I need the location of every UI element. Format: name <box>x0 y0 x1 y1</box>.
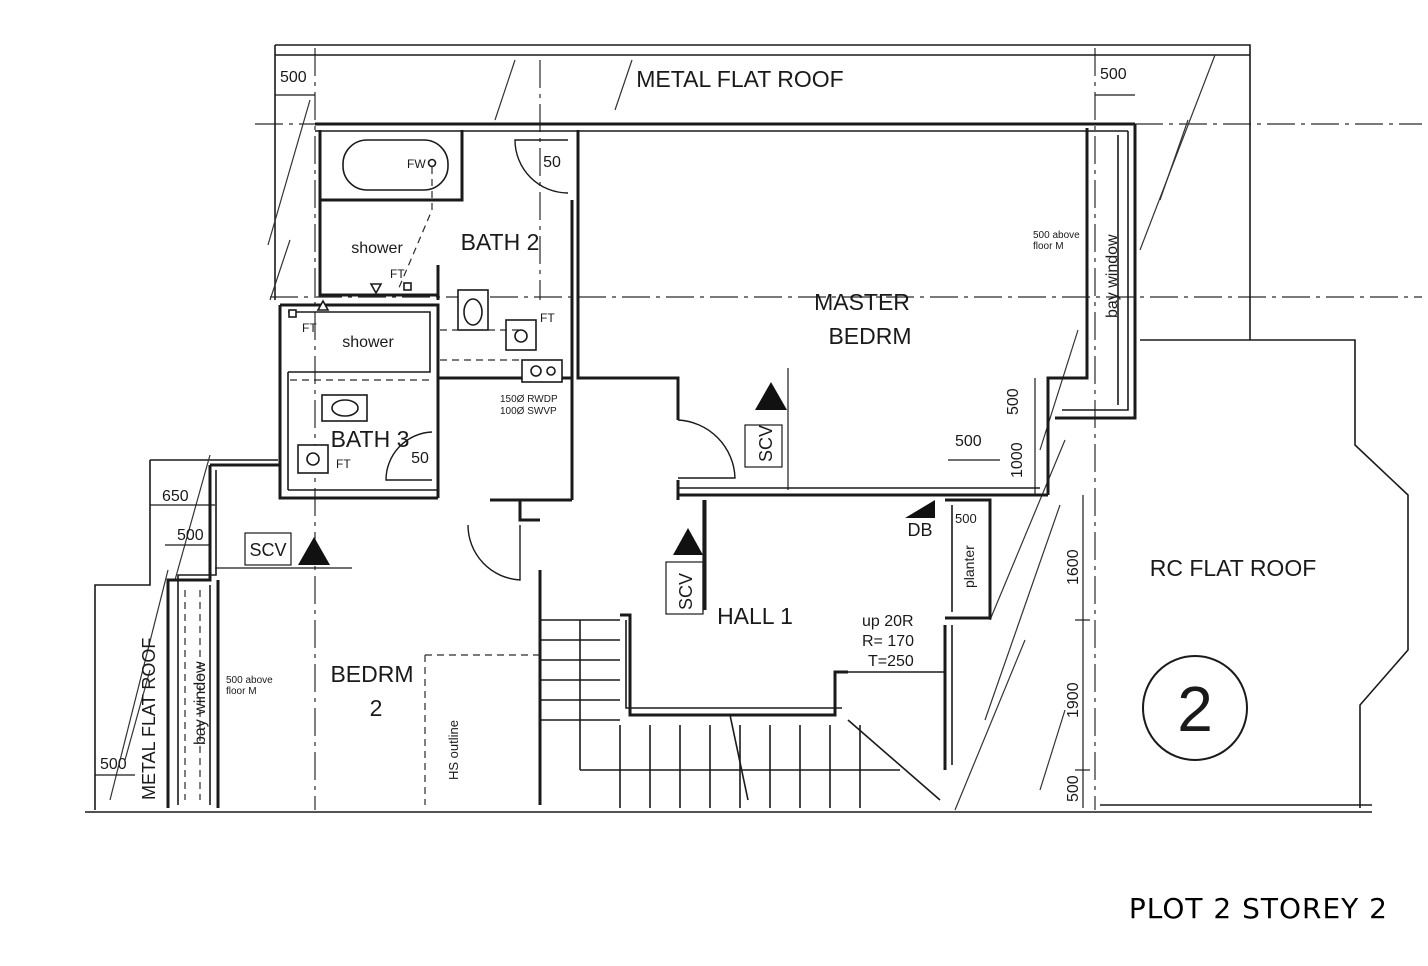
drawing-title: PLOT 2 STOREY 2 <box>1129 892 1388 925</box>
ft-bath3-basin-label: FT <box>336 457 351 471</box>
fixture-labels: shower shower FW FT FT FT FT 50 50 150Ø … <box>192 154 1121 780</box>
doors <box>385 139 736 581</box>
dim-left-650: 650 <box>162 488 189 505</box>
swvp-label: 100Ø SWVP <box>500 406 557 417</box>
door-clearance-bath2: 50 <box>543 154 561 171</box>
db-label: DB <box>907 520 932 540</box>
above-floor-left-1: 500 above <box>226 675 273 686</box>
shower-lower-label: shower <box>342 334 394 351</box>
ft-bath2-shower-label: FT <box>390 267 405 281</box>
scv-hall-label: SCV <box>676 573 696 610</box>
dim-left-500: 500 <box>177 527 204 544</box>
bath2-label: BATH 2 <box>461 229 540 255</box>
scv-bedrm-label: SCV <box>249 540 286 560</box>
swvp-pipe <box>546 366 556 376</box>
walls <box>166 122 1137 808</box>
above-floor-left-2: floor M <box>226 686 257 697</box>
fw-label: FW <box>407 157 426 171</box>
roof-hatch <box>109 54 1216 811</box>
section-markers <box>215 368 935 615</box>
stair-note-3: T=250 <box>868 653 914 670</box>
rwdp-label: 150Ø RWDP <box>500 394 558 405</box>
bedrm2-label-line2: 2 <box>370 695 383 721</box>
staircase <box>540 619 945 808</box>
scv-master-label: SCV <box>756 425 776 462</box>
dim-left-bottom-500: 500 <box>100 756 127 773</box>
master-label-line1: MASTER <box>814 289 910 315</box>
hs-outline-label: HS outline <box>446 720 461 780</box>
bathtub <box>342 139 449 191</box>
rc-flat-roof-label: RC FLAT ROOF <box>1150 555 1317 581</box>
bath3-label: BATH 3 <box>331 426 410 452</box>
bay-windows <box>184 135 1119 800</box>
master-label-line2: BEDRM <box>828 323 911 349</box>
dim-master-500-v: 500 <box>1005 388 1022 415</box>
dim-planter-500: 500 <box>955 511 977 526</box>
dim-master-500-h: 500 <box>955 433 982 450</box>
bedrm2-label-line1: BEDRM <box>330 661 413 687</box>
plot-number: 2 <box>1177 673 1213 745</box>
rwdp-pipe <box>530 365 542 377</box>
bay-window-right-label: bay window <box>1104 234 1121 318</box>
dim-right-1600: 1600 <box>1065 549 1082 585</box>
above-floor-right-2: floor M <box>1033 241 1064 252</box>
bay-window-left-label: bay window <box>192 661 209 745</box>
room-labels: METAL FLAT ROOF BATH 2 MASTER BEDRM BATH… <box>139 66 1316 800</box>
hall1-label: HALL 1 <box>717 603 793 629</box>
wc-bath2 <box>463 298 483 326</box>
door-clearance-bath3: 50 <box>411 450 429 467</box>
plot-number-badge: 2 <box>1142 655 1248 761</box>
stair-note-1: up 20R <box>862 613 914 630</box>
dim-right-500: 500 <box>1065 775 1082 802</box>
ft-bath3-shower-label: FT <box>302 321 317 335</box>
dim-master-1000: 1000 <box>1009 442 1026 478</box>
hidden-lines <box>290 167 540 805</box>
wc-bath3 <box>331 399 359 417</box>
ft-bath2-basin-label: FT <box>540 311 555 325</box>
bath-fixtures <box>288 139 563 474</box>
stair-note-2: R= 170 <box>862 633 914 650</box>
dimension-labels: 500 500 500 500 1000 500 1600 1900 500 6… <box>100 66 1127 802</box>
planter-label: planter <box>961 545 977 588</box>
dim-top-right: 500 <box>1100 66 1127 83</box>
metal-flat-roof-left-label: METAL FLAT ROOF <box>139 638 159 800</box>
dim-right-1900: 1900 <box>1065 682 1082 718</box>
metal-flat-roof-top-label: METAL FLAT ROOF <box>636 66 843 92</box>
shower-upper-label: shower <box>351 240 403 257</box>
dim-top-left: 500 <box>280 69 307 86</box>
dimension-lines <box>95 94 1135 808</box>
roof-outline <box>85 44 1409 813</box>
above-floor-right-1: 500 above <box>1033 230 1080 241</box>
